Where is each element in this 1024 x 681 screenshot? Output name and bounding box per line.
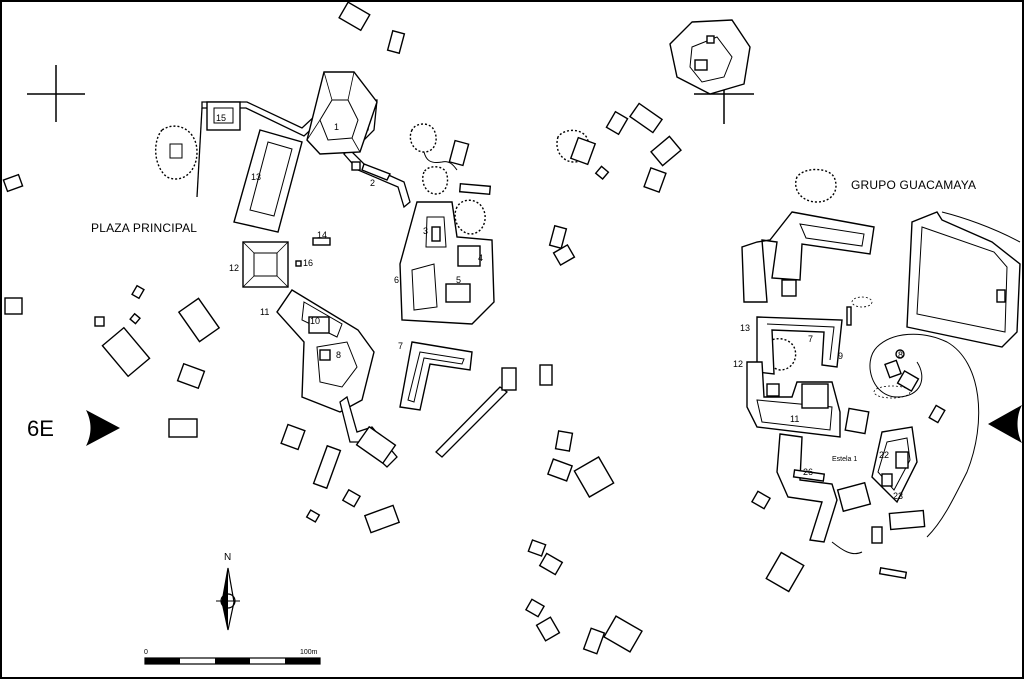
structure-label: 9 — [838, 351, 844, 361]
structure-label: 3 — [423, 226, 429, 236]
structure-label: 2 — [370, 178, 376, 188]
structure-13 — [233, 129, 303, 233]
stream-line — [423, 151, 458, 171]
structure-label: 5 — [456, 275, 462, 285]
structure-label: 10 — [310, 316, 321, 326]
structure-label: 4 — [478, 253, 484, 263]
mounds-central — [524, 102, 682, 655]
estela-label: Estela 1 — [832, 456, 858, 463]
grid-cross-northwest — [27, 65, 85, 122]
guacamaya-south-group — [776, 404, 946, 543]
structure-label: 14 — [317, 230, 328, 240]
guacamaya-scattered-mounds — [750, 490, 926, 593]
north-arrow — [216, 567, 240, 631]
structure-label: 7 — [808, 334, 814, 344]
mounds-west — [2, 2, 553, 534]
grid-arrow-west — [86, 410, 120, 446]
guacamaya-structure-8 — [851, 296, 980, 538]
structure-label: 16 — [303, 258, 314, 268]
aguada-west — [155, 125, 198, 180]
structure-7 — [399, 341, 473, 411]
structure-label: 22 — [879, 450, 890, 460]
aguada-guacamaya — [795, 168, 837, 203]
structure-label: 13 — [251, 172, 262, 182]
guacamaya-court-enclosure — [906, 211, 1021, 348]
structure-label: 26 — [803, 467, 814, 477]
guacamaya-structure-13-7-9 — [756, 306, 852, 375]
structure-12 — [242, 241, 289, 288]
structure-16 — [295, 260, 302, 267]
aguada-west-feature — [169, 143, 183, 159]
structure-label: 11 — [790, 414, 800, 424]
structure-label: 1 — [334, 122, 340, 132]
structure-label: 6 — [394, 275, 400, 285]
grid-label: 6E — [27, 416, 54, 441]
structure-label: 23 — [893, 491, 904, 501]
structure-south-end — [355, 425, 397, 465]
causeway-diagonal — [435, 386, 509, 458]
scale-bar — [144, 657, 321, 665]
scale-label-start: 0 — [144, 649, 148, 656]
causeway-west-wall — [196, 107, 203, 198]
aguada-central-1 — [409, 123, 437, 153]
structure-15 — [206, 101, 241, 131]
region-label-grupo-guacamaya: GRUPO GUACAMAYA — [851, 178, 977, 192]
structure-label: 15 — [216, 113, 227, 123]
structure-label: 8 — [336, 350, 342, 360]
north-label: N — [224, 552, 232, 563]
structure-label: 12 — [733, 359, 744, 369]
scale-label-end: 100m — [300, 649, 318, 656]
aguada-central-2 — [422, 166, 449, 195]
grid-arrow-east — [988, 405, 1022, 443]
region-label-plaza-principal: PLAZA PRINCIPAL — [91, 221, 198, 235]
structure-label: 11 — [260, 307, 270, 317]
structure-label: 12 — [229, 263, 240, 273]
structure-1 — [306, 71, 378, 155]
acropolis-structures-3-6 — [399, 201, 495, 325]
structure-northeast-octagon — [669, 19, 751, 95]
structure-2 — [351, 161, 391, 181]
structure-label: 8 — [898, 350, 904, 360]
structure-label: 13 — [740, 323, 751, 333]
structure-14 — [312, 237, 331, 246]
guacamaya-north-range — [741, 211, 875, 303]
guacamaya-structures-12-11 — [746, 361, 870, 438]
structure-label: 7 — [398, 341, 404, 351]
structures-11-10-8 — [276, 289, 375, 413]
aguada-central-3 — [454, 199, 486, 235]
